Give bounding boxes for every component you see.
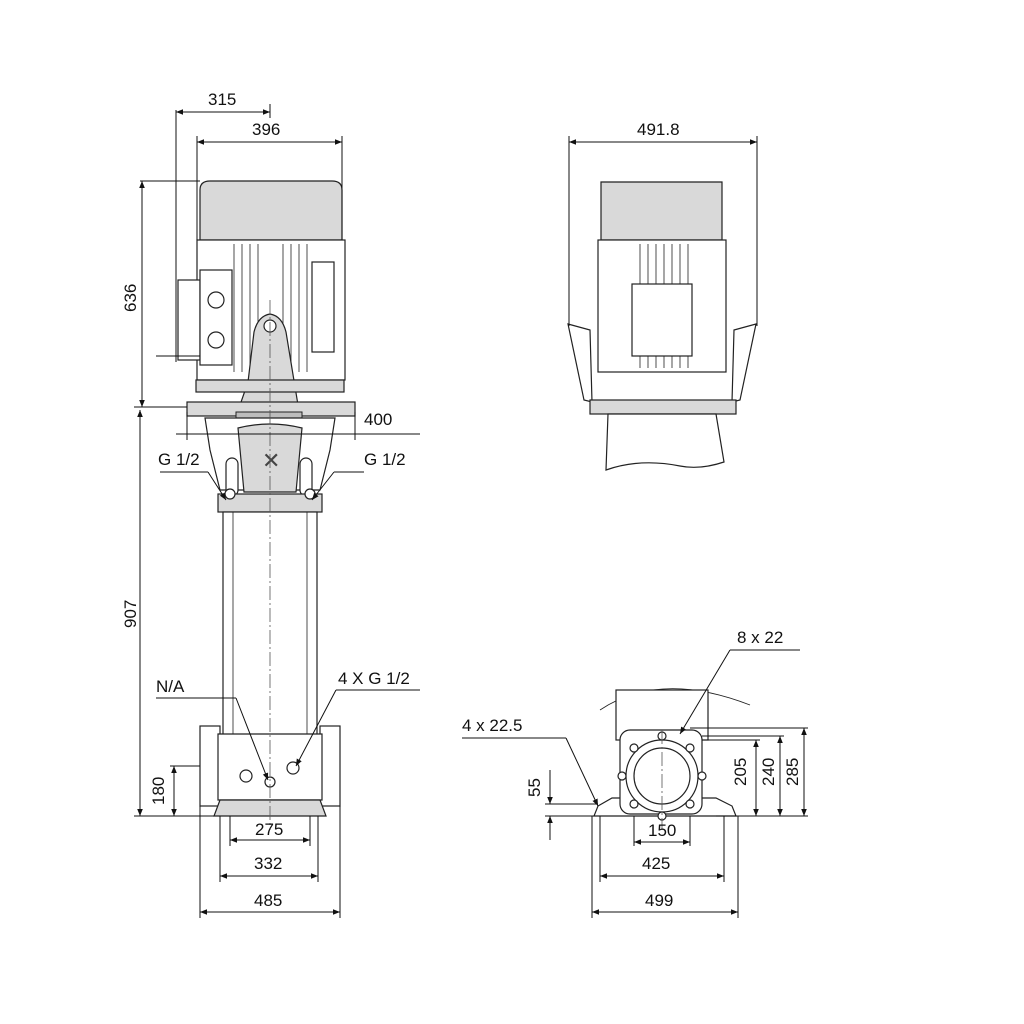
dim-275: 275 — [255, 820, 283, 839]
dim-315: 315 — [208, 90, 236, 109]
base-arc — [599, 688, 751, 711]
outlet-flange-right — [319, 725, 341, 807]
dim-150: 150 — [648, 821, 676, 840]
terminal-box — [199, 269, 233, 366]
dim-332: 332 — [254, 854, 282, 873]
side-flange — [589, 399, 737, 415]
label-g-half-right: G 1/2 — [364, 450, 406, 469]
dim-491-8: 491.8 — [637, 120, 680, 139]
base-dimensions — [462, 649, 808, 918]
label-na: N/A — [156, 677, 185, 696]
flange-bolt-holes — [617, 731, 707, 821]
vent-plug-left — [224, 488, 236, 500]
dim-636: 636 — [121, 284, 140, 312]
front-view: ✕ — [177, 180, 356, 830]
side-terminal-box — [631, 283, 693, 357]
side-view — [567, 181, 757, 471]
side-bracket-right — [731, 323, 757, 403]
dim-400: 400 — [364, 410, 392, 429]
inlet-flange-left — [199, 725, 221, 807]
dim-425: 425 — [642, 854, 670, 873]
label-g-half-left: G 1/2 — [158, 450, 200, 469]
side-pump-break — [605, 413, 725, 471]
dim-499: 499 — [645, 891, 673, 910]
motor-fins — [233, 244, 308, 372]
dim-396: 396 — [252, 120, 280, 139]
dim-240: 240 — [759, 758, 778, 786]
motor-fan-cover — [199, 180, 343, 241]
side-fan-cover — [600, 181, 723, 241]
label-8-x-22: 8 x 22 — [737, 628, 783, 647]
label-4-x-g-half: 4 X G 1/2 — [338, 669, 410, 688]
dim-285: 285 — [783, 758, 802, 786]
cable-gland-lower — [207, 331, 225, 349]
front-dimensions — [134, 104, 420, 918]
dim-180: 180 — [149, 777, 168, 805]
drain-plug-1 — [239, 769, 253, 783]
cable-gland-upper — [207, 291, 225, 309]
side-bracket-left — [567, 323, 593, 403]
dim-205: 205 — [731, 758, 750, 786]
motor-side-plate — [311, 261, 335, 353]
terminal-box-side — [177, 279, 201, 361]
side-dimensions — [568, 136, 758, 326]
brand-x-logo: ✕ — [262, 449, 280, 474]
dim-485: 485 — [254, 891, 282, 910]
dim-907: 907 — [121, 600, 140, 628]
label-4-x-22-5: 4 x 22.5 — [462, 716, 523, 735]
dim-55: 55 — [525, 778, 544, 797]
base-view — [593, 688, 751, 830]
